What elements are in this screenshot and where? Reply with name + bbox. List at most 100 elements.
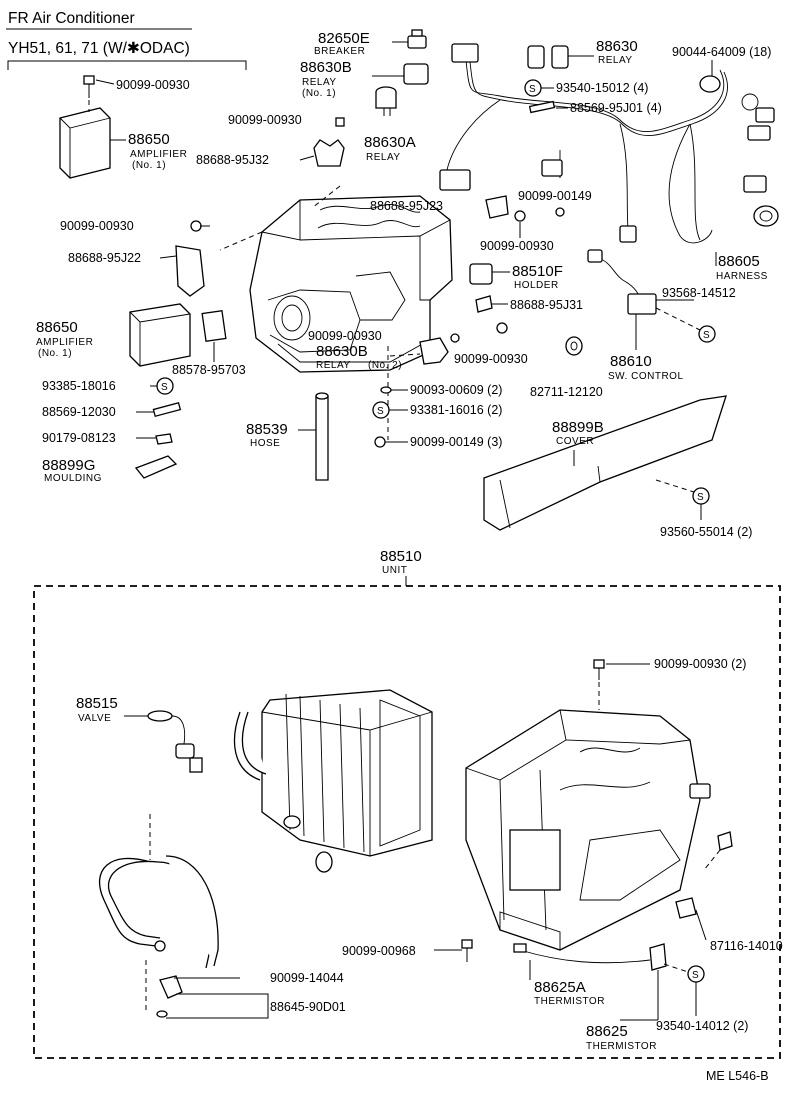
label-88899g: 88899G MOULDING	[42, 457, 101, 484]
label-90099-00930-f: 90099-00930	[454, 352, 528, 366]
svg-text:88899B: 88899B	[552, 419, 604, 436]
svg-text:S: S	[697, 492, 704, 503]
label-90099-00149-a: 90099-00149	[518, 189, 592, 203]
svg-text:UNIT: UNIT	[382, 565, 407, 576]
upper-unit-housing	[219, 185, 453, 373]
relay-no1-icon	[372, 63, 429, 85]
svg-text:88625: 88625	[586, 1023, 628, 1040]
label-88688-95j31: 88688-95J31	[510, 298, 583, 312]
label-90099-00930-g: 90099-00930 (2)	[654, 657, 746, 671]
pipe-fittings-icon	[156, 975, 269, 1019]
label-88630a: 88630A RELAY	[364, 134, 416, 163]
svg-text:88510F: 88510F	[512, 263, 563, 280]
label-93381-16016: 93381-16016 (2)	[410, 403, 502, 417]
label-93540-15012: 93540-15012 (4)	[556, 81, 648, 95]
label-88605: 88605 HARNESS	[716, 253, 768, 282]
label-88625a: 88625A THERMISTOR	[534, 979, 604, 1007]
bracket-95j22-icon	[159, 220, 210, 297]
amplifier-mid-icon	[129, 303, 191, 367]
label-88578-95703: 88578-95703	[172, 363, 246, 377]
svg-text:HOSE: HOSE	[250, 438, 280, 449]
expansion-valve-icon	[124, 710, 203, 773]
svg-text:88515: 88515	[76, 695, 118, 712]
label-88650-a: 88650 AMPLIFIER (No. 1)	[128, 131, 187, 171]
holder-icon	[450, 263, 510, 343]
svg-text:(No. 1): (No. 1)	[132, 160, 166, 171]
label-82650e: 82650E BREAKER	[314, 30, 370, 57]
left-small-parts-icon: S	[134, 377, 182, 479]
svg-text:88625A: 88625A	[534, 979, 586, 996]
bracket-95j23-icon	[485, 195, 565, 238]
grommet-icon	[565, 336, 583, 356]
svg-text:RELAY: RELAY	[302, 77, 337, 88]
hose-icon	[298, 392, 329, 481]
diagram-code: ME L546-B	[706, 1069, 769, 1083]
cover-icon: S	[483, 395, 727, 531]
evaporator-core-icon	[233, 689, 433, 873]
band-clamp-icon	[699, 60, 759, 111]
label-88625: 88625 THERMISTOR	[586, 1023, 657, 1052]
svg-text:88650: 88650	[128, 131, 170, 148]
svg-text:VALVE: VALVE	[78, 713, 111, 724]
svg-text:HARNESS: HARNESS	[716, 271, 768, 282]
svg-text:SW. CONTROL: SW. CONTROL	[608, 371, 684, 382]
breaker-icon	[392, 29, 427, 49]
svg-text:88630: 88630	[596, 38, 638, 55]
label-90179-08123: 90179-08123	[42, 431, 116, 445]
harness-88605-icon	[439, 43, 779, 266]
svg-text:88510: 88510	[380, 548, 422, 565]
svg-text:S: S	[529, 84, 536, 95]
label-88569-12030: 88569-12030	[42, 405, 116, 419]
label-90099-00930-b: 90099-00930	[228, 113, 302, 127]
label-88630b-mid: 88630B RELAY (No. 2)	[316, 343, 402, 371]
svg-text:(No. 2): (No. 2)	[368, 360, 402, 371]
svg-text:88539: 88539	[246, 421, 288, 438]
label-88645-90d01: 88645-90D01	[270, 1000, 346, 1014]
label-88630-top: 88630 RELAY	[596, 38, 638, 66]
svg-text:THERMISTOR: THERMISTOR	[586, 1041, 657, 1052]
label-87116-14010: 87116-14010	[710, 939, 783, 953]
screw-bottom-icon	[434, 939, 473, 962]
label-82711-12120: 82711-12120	[530, 385, 603, 399]
svg-text:AMPLIFIER: AMPLIFIER	[130, 149, 187, 160]
label-90099-14044: 90099-14044	[270, 971, 344, 985]
svg-text:RELAY: RELAY	[366, 152, 401, 163]
clip-icons-upper: S	[524, 79, 568, 114]
pad-icon	[201, 310, 227, 362]
svg-text:S: S	[161, 382, 168, 393]
svg-text:88650: 88650	[36, 319, 78, 336]
model-bracket	[7, 60, 247, 70]
label-88630b-top: 88630B RELAY (No. 1)	[300, 59, 352, 99]
washer-screws-icon: S	[372, 386, 408, 448]
svg-text:S: S	[377, 406, 384, 417]
svg-text:RELAY: RELAY	[598, 55, 633, 66]
svg-text:88899G: 88899G	[42, 457, 95, 474]
screw-top-right-icon	[593, 659, 650, 710]
label-93568-14512: 93568-14512	[662, 286, 736, 300]
label-88899b: 88899B COVER	[552, 419, 604, 447]
svg-text:88630B: 88630B	[316, 343, 368, 360]
label-88569-95j01: 88569-95J01 (4)	[570, 101, 662, 115]
label-90099-00968: 90099-00968	[342, 944, 416, 958]
label-88610: 88610 SW. CONTROL	[608, 353, 684, 382]
label-90099-00930-d: 90099-00930	[60, 219, 134, 233]
label-88539: 88539 HOSE	[246, 421, 288, 449]
svg-text:COVER: COVER	[556, 436, 594, 447]
label-90099-00930-c: 90099-00930	[480, 239, 554, 253]
heater-unit-icon	[465, 709, 711, 951]
label-93540-14012: 93540-14012 (2)	[656, 1019, 748, 1033]
svg-text:S: S	[692, 970, 699, 981]
svg-text:88610: 88610	[610, 353, 652, 370]
label-90044: 90044-64009 (18)	[672, 45, 771, 59]
label-90099-00149-b: 90099-00149 (3)	[410, 435, 502, 449]
svg-text:HOLDER: HOLDER	[514, 280, 559, 291]
label-90099-00930-e: 90099-00930	[308, 329, 382, 343]
label-88688-95j23: 88688-95J23	[370, 199, 443, 213]
svg-text:88630B: 88630B	[300, 59, 352, 76]
label-88650-b: 88650 AMPLIFIER (No. 1)	[36, 319, 93, 359]
relay-88630-icon	[527, 45, 594, 69]
svg-text:(No. 1): (No. 1)	[302, 88, 336, 99]
diagram-title: FR Air Conditioner	[8, 10, 135, 27]
svg-text:BREAKER: BREAKER	[314, 46, 365, 57]
clip-87116-icon	[675, 831, 733, 941]
